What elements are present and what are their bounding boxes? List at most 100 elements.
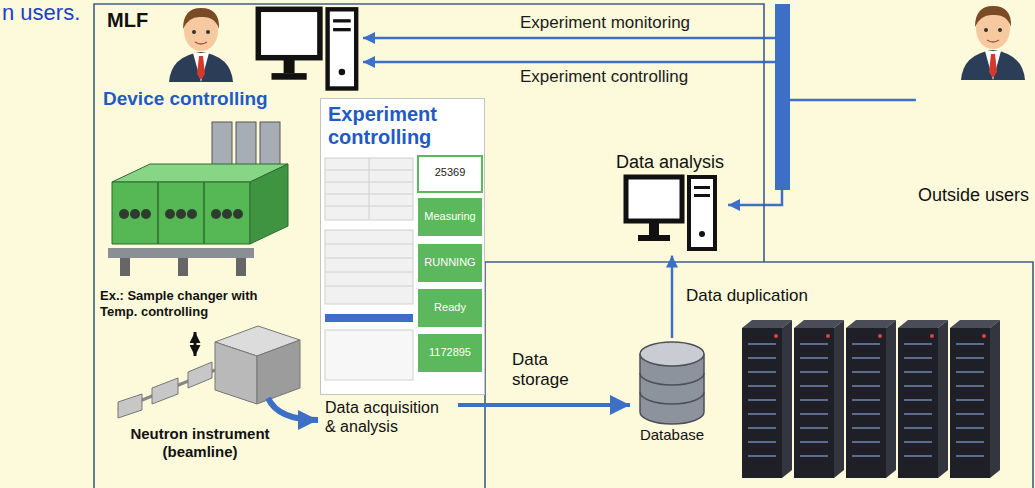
flow-arrow xyxy=(728,100,916,205)
sample-changer-picture xyxy=(187,209,197,219)
sample-changer-picture xyxy=(222,209,232,219)
sample-changer-picture xyxy=(120,258,130,276)
label-slot: Experiment monitoring xyxy=(520,13,690,33)
storage-region-outline xyxy=(485,262,1033,488)
operator-icon xyxy=(169,8,233,82)
neutron-instrument-picture xyxy=(152,378,178,404)
control-screen xyxy=(325,330,413,380)
server-picture xyxy=(898,320,948,478)
sample-changer-picture xyxy=(236,258,246,276)
label-slot: 25369 xyxy=(418,166,482,178)
label-slot: Data acquisition & analysis xyxy=(325,398,450,436)
server-picture xyxy=(950,320,1000,478)
section-heading: Device controlling xyxy=(103,88,268,110)
flow-label: Data storage xyxy=(512,350,584,391)
label-slot: Ready xyxy=(418,301,482,313)
sample-changer-picture xyxy=(236,122,256,168)
acquisition-arrow xyxy=(268,398,318,420)
sample-changer-picture xyxy=(112,182,250,244)
sample-changer-picture xyxy=(250,164,288,244)
database-cylinder xyxy=(640,342,704,424)
label-slot: 1172895 xyxy=(418,346,482,358)
label-slot: n users. xyxy=(2,0,80,26)
node-heading: MLF xyxy=(93,3,162,38)
node-heading: Data analysis xyxy=(616,152,724,174)
sample-changer-picture xyxy=(165,209,175,219)
control-screen xyxy=(418,334,482,372)
double-arrow xyxy=(194,332,197,356)
sample-changer-picture xyxy=(211,209,221,219)
neutron-instrument-picture xyxy=(257,340,300,404)
picture-caption: Ex.: Sample changer with Temp. controlli… xyxy=(100,288,282,321)
server-picture xyxy=(742,320,1000,478)
control-screen xyxy=(325,158,413,220)
status-button: RUNNING xyxy=(418,256,482,268)
server-picture xyxy=(742,320,792,478)
database-cylinder xyxy=(636,340,708,426)
sample-changer-picture xyxy=(212,122,232,168)
label-slot: Neutron instrument (beamline) xyxy=(112,425,288,461)
computer-icon xyxy=(626,177,715,249)
control-screen xyxy=(320,98,485,395)
neutron-instrument-picture xyxy=(188,362,212,388)
monitoring-arrow xyxy=(363,37,775,40)
control-screen xyxy=(418,156,482,192)
slide-title-fragment: n users. xyxy=(2,0,80,26)
control-screen xyxy=(325,230,413,304)
computer-icon xyxy=(623,174,718,254)
control-screen xyxy=(320,98,485,395)
node-heading: Experiment controlling xyxy=(321,99,484,153)
control-screen xyxy=(418,289,482,327)
person-icon xyxy=(957,2,1029,80)
flow-label: Experiment monitoring xyxy=(520,13,690,33)
control-screen xyxy=(325,244,413,286)
control-screen xyxy=(325,314,413,322)
status-button: Ready xyxy=(418,301,482,313)
status-button: Measuring xyxy=(418,210,482,222)
flow-arrow xyxy=(671,256,674,338)
label-slot: Device controlling xyxy=(103,88,268,110)
neutron-instrument-picture xyxy=(215,342,257,404)
label-slot: Data storage xyxy=(512,350,584,391)
storage-arrow xyxy=(458,403,630,407)
sample-changer-picture xyxy=(260,122,280,168)
person-icon xyxy=(961,6,1025,80)
label-slot: Ex.: Sample changer with Temp. controlli… xyxy=(100,288,282,321)
database-node: Database xyxy=(632,338,712,446)
sample-changer-picture xyxy=(233,209,243,219)
node-heading: Outside users xyxy=(918,185,1029,207)
analysis-computer: Data analysis xyxy=(612,150,728,256)
node-heading: Database xyxy=(640,426,704,444)
edge-label: Data duplication xyxy=(684,286,810,306)
label-slot: Data duplication xyxy=(684,286,810,306)
control-screen xyxy=(418,198,482,236)
control-screen xyxy=(325,158,413,220)
sample-changer-picture xyxy=(178,258,188,276)
sample-changer-picture xyxy=(108,248,254,258)
label-slot: Experiment controlling xyxy=(520,67,688,87)
status-value: 25369 xyxy=(418,166,482,178)
server-picture xyxy=(846,320,896,478)
flow-label: Experiment controlling xyxy=(520,67,688,87)
sample-changer-picture xyxy=(158,182,204,244)
process-note: Data acquisition & analysis xyxy=(325,398,450,436)
neutron-instrument-picture xyxy=(118,394,142,418)
outside-user: Outside users xyxy=(916,2,1031,207)
sample-changer-picture xyxy=(108,122,288,276)
operator-computer xyxy=(258,9,356,88)
control-screen xyxy=(418,244,482,282)
sample-changer-picture xyxy=(141,209,151,219)
picture-caption: Neutron instrument (beamline) xyxy=(112,425,288,461)
sample-changer-picture xyxy=(119,209,129,219)
server-picture xyxy=(794,320,844,478)
sample-changer-picture xyxy=(130,209,140,219)
sample-changer-picture xyxy=(176,209,186,219)
region-outline xyxy=(94,4,764,488)
label-slot: RUNNING xyxy=(418,256,482,268)
controlling-arrow xyxy=(363,61,775,64)
label-slot: Measuring xyxy=(418,210,482,222)
status-button: 1172895 xyxy=(418,346,482,358)
